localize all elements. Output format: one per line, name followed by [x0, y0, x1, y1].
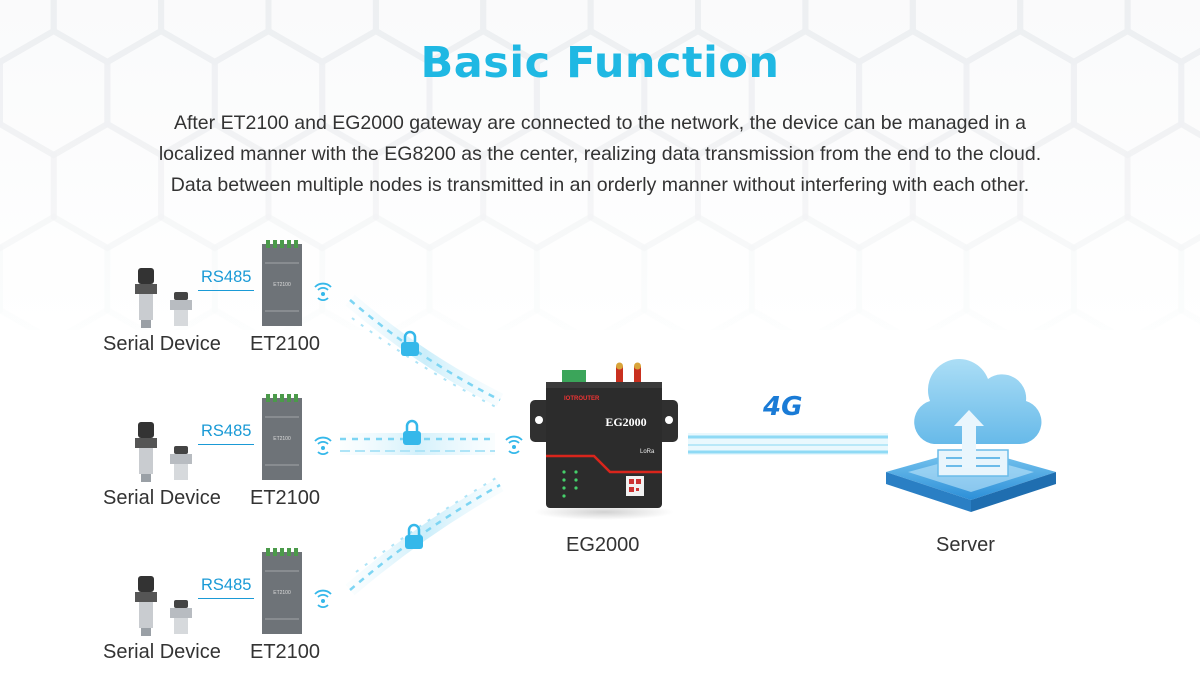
serial-device-label: Serial Device: [103, 641, 221, 663]
lock-icon: [405, 523, 423, 549]
module-text: ET2100: [273, 590, 291, 596]
eg2000-label: EG2000: [566, 534, 640, 556]
rs485-link-line: [198, 444, 254, 445]
et2100-module: ET2100: [262, 548, 302, 634]
signal-stream-middle: [340, 419, 495, 455]
pressure-sensor-icon: [135, 268, 192, 328]
et2100-label: ET2100: [250, 333, 321, 355]
et2100-module: ET2100: [262, 394, 302, 480]
device-model-text: EG2000: [605, 415, 646, 429]
gateway-wifi-icon: [505, 435, 523, 454]
pressure-sensor-icon: [135, 576, 192, 636]
et2100-module: ET2100: [262, 240, 302, 326]
et2100-label: ET2100: [250, 487, 321, 509]
lock-icon: [401, 330, 419, 356]
module-text: ET2100: [273, 282, 291, 288]
lock-icon: [403, 419, 421, 445]
module-text: ET2100: [273, 436, 291, 442]
et2100-label: ET2100: [250, 641, 321, 663]
wifi-signal-icon: [314, 282, 332, 301]
server-label: Server: [936, 534, 995, 556]
signal-stream-bottom: [345, 477, 504, 596]
rs485-label: RS485: [201, 576, 252, 594]
brand-text: IOTROUTER: [564, 396, 600, 402]
pressure-sensor-icon: [135, 422, 192, 482]
description-text: After ET2100 and EG2000 gateway are conn…: [158, 112, 1042, 196]
cloud-server-icon: [886, 358, 1056, 512]
signal-stream-top: [345, 294, 504, 409]
serial-device-label: Serial Device: [103, 333, 221, 355]
eg2000-gateway-device: IOTROUTER EG2000 LoRa: [530, 362, 678, 520]
rs485-link-line: [198, 598, 254, 599]
serial-device-label: Serial Device: [103, 487, 221, 509]
rs485-label: RS485: [201, 422, 252, 440]
wifi-signal-icon: [314, 589, 332, 608]
page-title: Basic Function: [420, 38, 780, 88]
wifi-signal-icon: [314, 436, 332, 455]
uplink-label: 4G: [763, 392, 803, 422]
rs485-link-line: [198, 290, 254, 291]
lora-badge: LoRa: [640, 449, 655, 455]
hexagon-background: [0, 0, 1200, 330]
rs485-label: RS485: [201, 268, 252, 286]
uplink-beam: [688, 433, 888, 455]
